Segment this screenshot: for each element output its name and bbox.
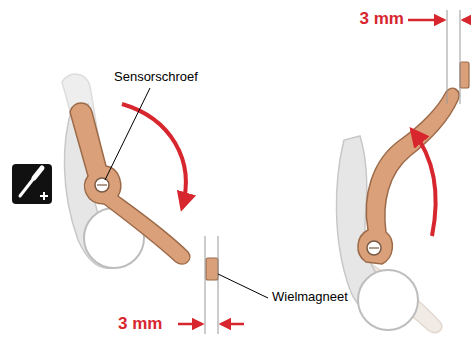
- wheel-magnet: [206, 258, 218, 280]
- screw-slot: [369, 247, 379, 248]
- screw-head: [367, 241, 381, 255]
- leader-line: [105, 88, 150, 180]
- leader-line: [218, 274, 268, 298]
- right-figure: [336, 10, 470, 332]
- dimension-arrow: [408, 19, 444, 22]
- chainstay: [358, 270, 418, 330]
- rotate-arrow: [412, 130, 436, 236]
- dimension-label: 3 mm: [360, 10, 404, 29]
- dimension-arrow: [221, 323, 244, 326]
- screw-head: [95, 178, 109, 192]
- sensor-arm: [358, 88, 459, 264]
- rotate-arrow: [122, 104, 186, 208]
- dimension-arrow: [178, 323, 202, 326]
- screwdriver-icon: [12, 164, 52, 204]
- gap-line: [447, 10, 460, 104]
- dimension-arrow: [463, 19, 470, 22]
- wheel-magnet: [460, 62, 469, 88]
- gap-line: [205, 236, 218, 334]
- part-label: Wielmagneet: [270, 290, 350, 304]
- left-figure: [12, 74, 268, 334]
- part-label: Sensorschroef: [112, 70, 200, 84]
- sensor-arm: [70, 103, 190, 264]
- dimension-label: 3 mm: [118, 315, 162, 334]
- screw-slot: [97, 184, 107, 185]
